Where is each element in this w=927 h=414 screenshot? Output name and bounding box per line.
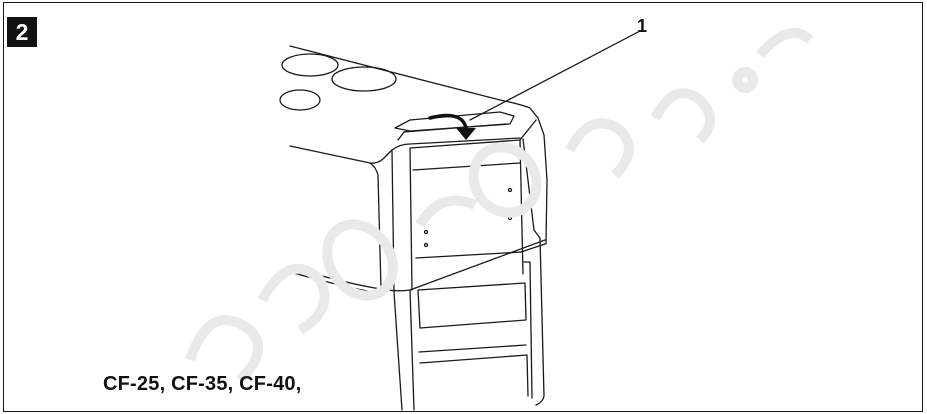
callout-leader-line <box>469 31 639 121</box>
callout-number: 1 <box>637 16 648 36</box>
roll-hole <box>281 53 339 77</box>
model-list-caption: CF-25, CF-35, CF-40, <box>103 373 302 395</box>
rotate-arrow-icon <box>428 113 476 140</box>
step-number-badge: 2 <box>7 17 37 47</box>
